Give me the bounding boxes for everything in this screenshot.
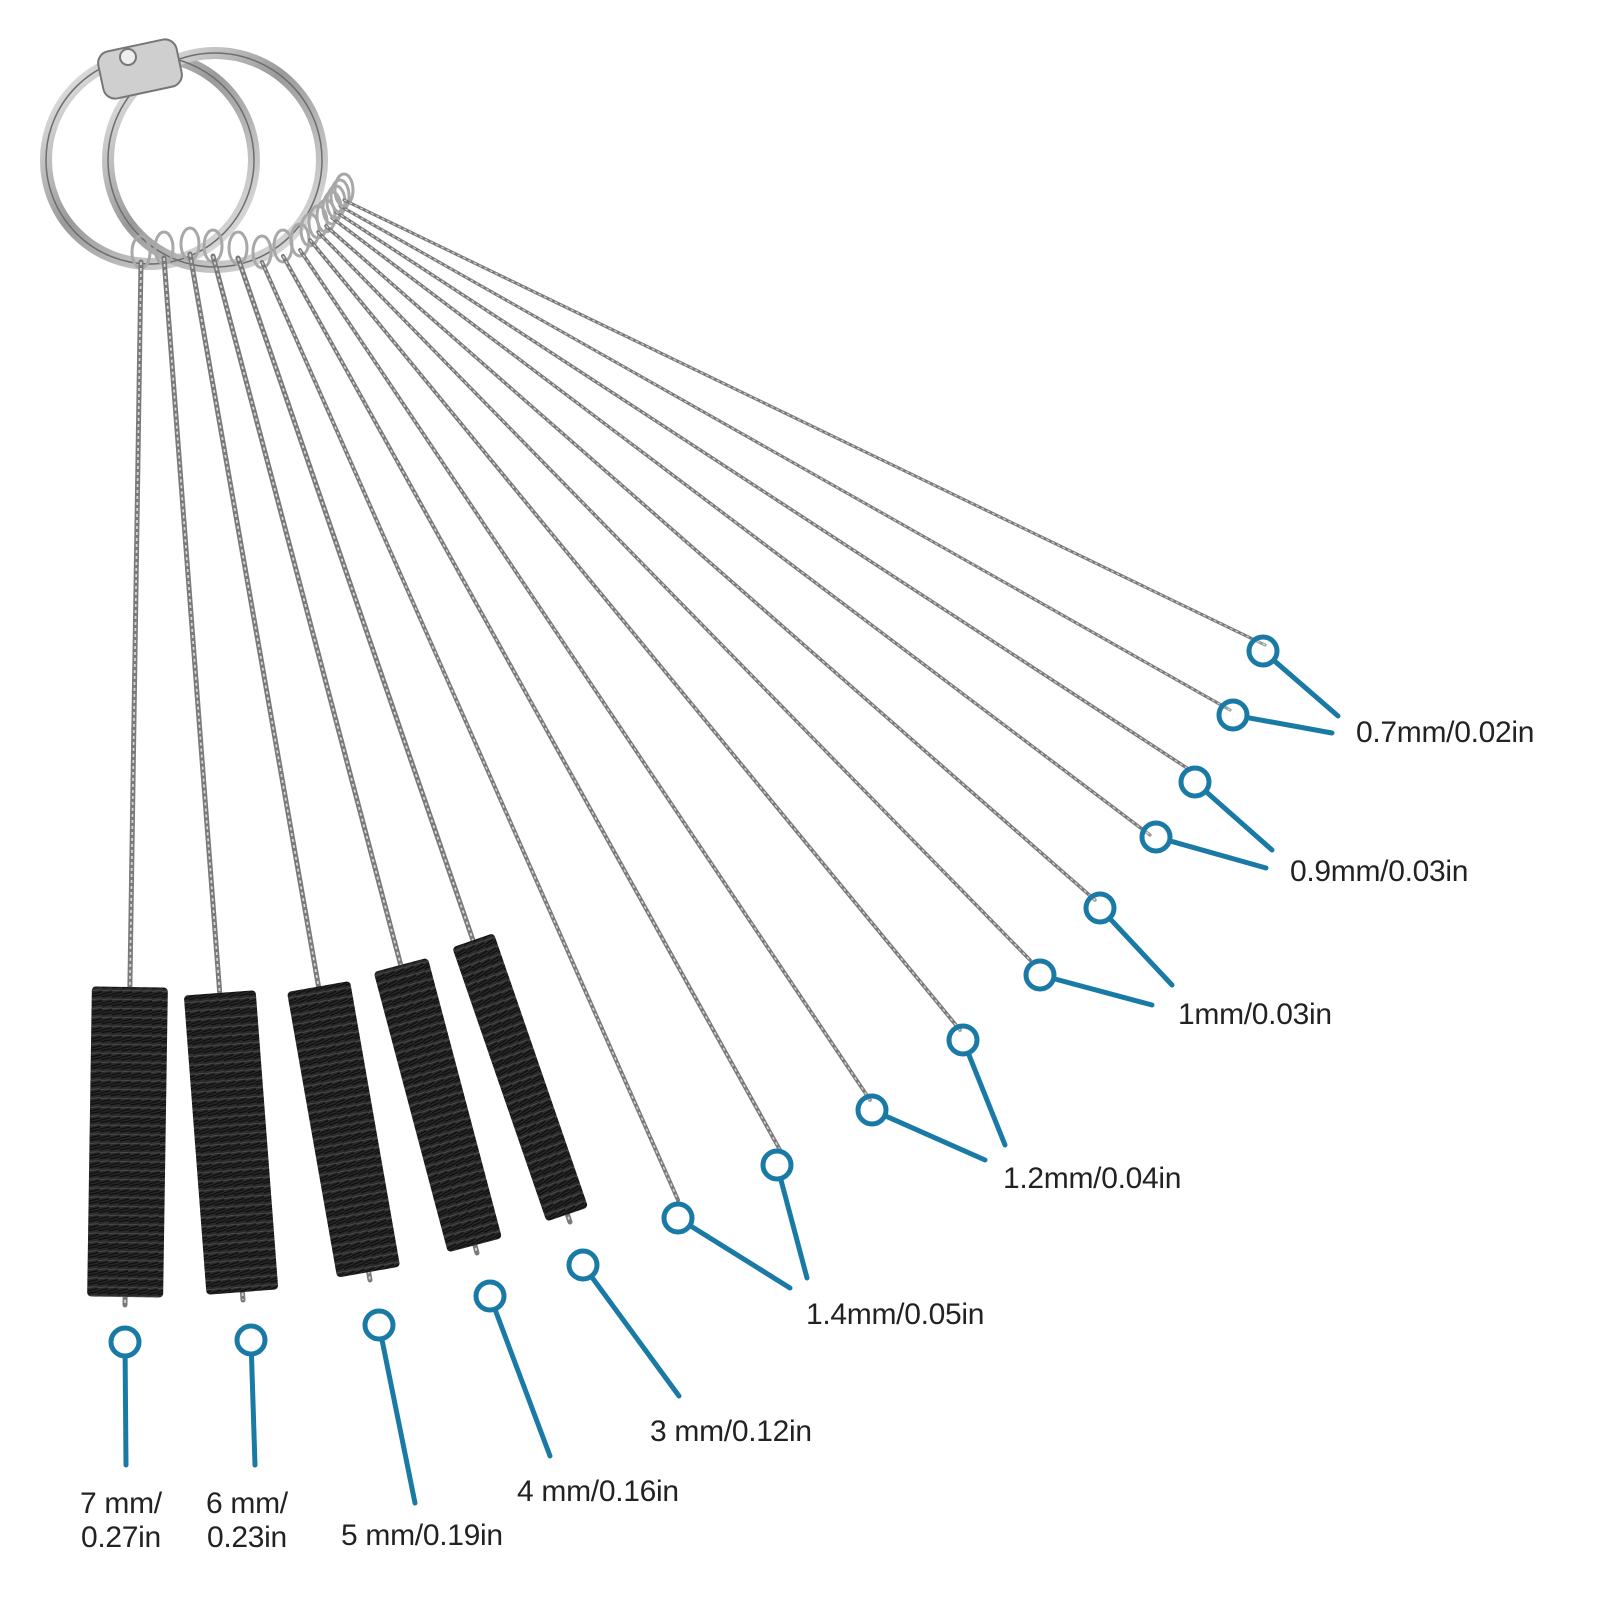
brush-b0.7a xyxy=(329,178,1232,712)
callout-leader-line xyxy=(248,1352,258,1468)
brush-ring xyxy=(333,172,355,208)
brush-b6mm xyxy=(153,230,279,1303)
brush-b0.9a xyxy=(321,190,1152,837)
label-1-4mm: 1.4mm/0.05in xyxy=(806,1298,985,1331)
callout-14 xyxy=(108,1325,142,1468)
brush-ring xyxy=(329,178,351,214)
brush-bristle-head xyxy=(87,986,168,1298)
callout-12 xyxy=(362,1308,418,1506)
label-6mm-line2: 0.23in xyxy=(206,1521,287,1554)
callout-7 xyxy=(855,1093,988,1163)
callout-marker-circle xyxy=(855,1093,889,1127)
callout-marker-circle xyxy=(1139,820,1173,854)
callout-leader-line xyxy=(883,1113,988,1163)
callout-leader-line xyxy=(122,1354,129,1468)
callout-marker-circle xyxy=(1023,958,1057,992)
label-6mm-line1: 6 mm/ xyxy=(206,1487,288,1520)
callout-marker-circle xyxy=(1178,765,1212,799)
brush-wire-twist xyxy=(325,225,1096,901)
callout-marker-circle xyxy=(1216,698,1250,732)
brush-wire-twist xyxy=(331,217,1151,836)
label-1mm: 1mm/0.03in xyxy=(1178,998,1332,1031)
brush-bristle-head xyxy=(184,990,279,1295)
callout-4 xyxy=(1083,891,1175,988)
brush-bristle-head xyxy=(453,934,588,1221)
brush-wire-twist xyxy=(339,205,1231,711)
label-6mm: 6 mm/ 0.23in xyxy=(206,1487,288,1555)
callout-13 xyxy=(234,1323,268,1468)
callout-leader-line xyxy=(1167,838,1269,871)
brush-b4mm xyxy=(202,228,502,1256)
brush-wire xyxy=(259,259,681,1203)
brush-wire-twist xyxy=(309,239,961,1031)
callout-9 xyxy=(661,1201,793,1291)
callout-marker-circle xyxy=(362,1308,396,1342)
callout-marker-circle xyxy=(661,1201,695,1235)
brush-b0.7b xyxy=(333,172,1267,647)
callout-leader-line xyxy=(1203,789,1275,853)
callout-marker-circle xyxy=(760,1148,794,1182)
label-4mm: 4 mm/0.16in xyxy=(517,1475,679,1508)
callout-5 xyxy=(1023,958,1155,1008)
brush-b3mm xyxy=(227,230,588,1225)
callout-10 xyxy=(566,1248,682,1399)
callout-leader-line xyxy=(492,1307,553,1459)
label-0-9mm: 0.9mm/0.03in xyxy=(1290,855,1469,888)
callout-11 xyxy=(473,1279,553,1459)
label-7mm-line2: 0.27in xyxy=(80,1521,161,1554)
callout-marker-circle xyxy=(1246,634,1280,668)
callout-leader-line xyxy=(688,1223,793,1291)
callout-leader-line xyxy=(1245,715,1335,736)
callout-6 xyxy=(946,1023,1008,1148)
callout-leader-line xyxy=(1271,658,1341,719)
callout-marker-circle xyxy=(1083,891,1117,925)
brush-wire-twist xyxy=(335,211,1191,771)
brush-ring xyxy=(251,234,273,270)
callout-marker-circle xyxy=(108,1325,142,1359)
callout-leader-line xyxy=(589,1274,682,1399)
brush-b7mm xyxy=(87,234,168,1308)
callout-leader-line xyxy=(966,1051,1008,1148)
callout-leader-line xyxy=(778,1176,810,1281)
ring-clasp xyxy=(97,38,183,100)
callout-2 xyxy=(1178,765,1275,853)
brush-b5mm xyxy=(179,226,400,1283)
brush-bristle-head xyxy=(374,958,502,1252)
callout-leader-line xyxy=(1107,916,1175,988)
brush-bristle-head xyxy=(287,981,400,1278)
brush-b1a xyxy=(307,204,1032,962)
callout-3 xyxy=(1139,820,1269,871)
brush-wire-twist xyxy=(317,231,1031,961)
brush-wire-twist xyxy=(237,257,571,1223)
brush-wire-twist xyxy=(299,249,871,1101)
callout-0 xyxy=(1246,634,1341,719)
brush-b1b xyxy=(315,198,1097,902)
label-3mm: 3 mm/0.12in xyxy=(650,1415,812,1448)
label-7mm-line1: 7 mm/ xyxy=(80,1487,162,1520)
label-5mm: 5 mm/0.19in xyxy=(341,1519,503,1552)
size-callouts xyxy=(108,634,1341,1506)
callout-1 xyxy=(1216,698,1335,736)
callout-marker-circle xyxy=(473,1279,507,1313)
callout-8 xyxy=(760,1148,810,1281)
ring-clasp-rivet xyxy=(119,48,137,66)
brushes xyxy=(87,172,1267,1308)
callout-marker-circle xyxy=(946,1023,980,1057)
brush-b1.4a xyxy=(251,234,681,1203)
label-7mm: 7 mm/ 0.27in xyxy=(80,1487,162,1555)
callout-leader-line xyxy=(379,1337,418,1506)
callout-marker-circle xyxy=(234,1323,268,1357)
callout-marker-circle xyxy=(566,1248,600,1282)
brush-wire-twist xyxy=(343,199,1266,646)
callout-leader-line xyxy=(1051,976,1155,1008)
label-0-7mm: 0.7mm/0.02in xyxy=(1356,716,1535,749)
brush-wire-twist xyxy=(282,255,781,1151)
label-1-2mm: 1.2mm/0.04in xyxy=(1003,1162,1182,1195)
brush-b1.2b xyxy=(299,212,962,1032)
